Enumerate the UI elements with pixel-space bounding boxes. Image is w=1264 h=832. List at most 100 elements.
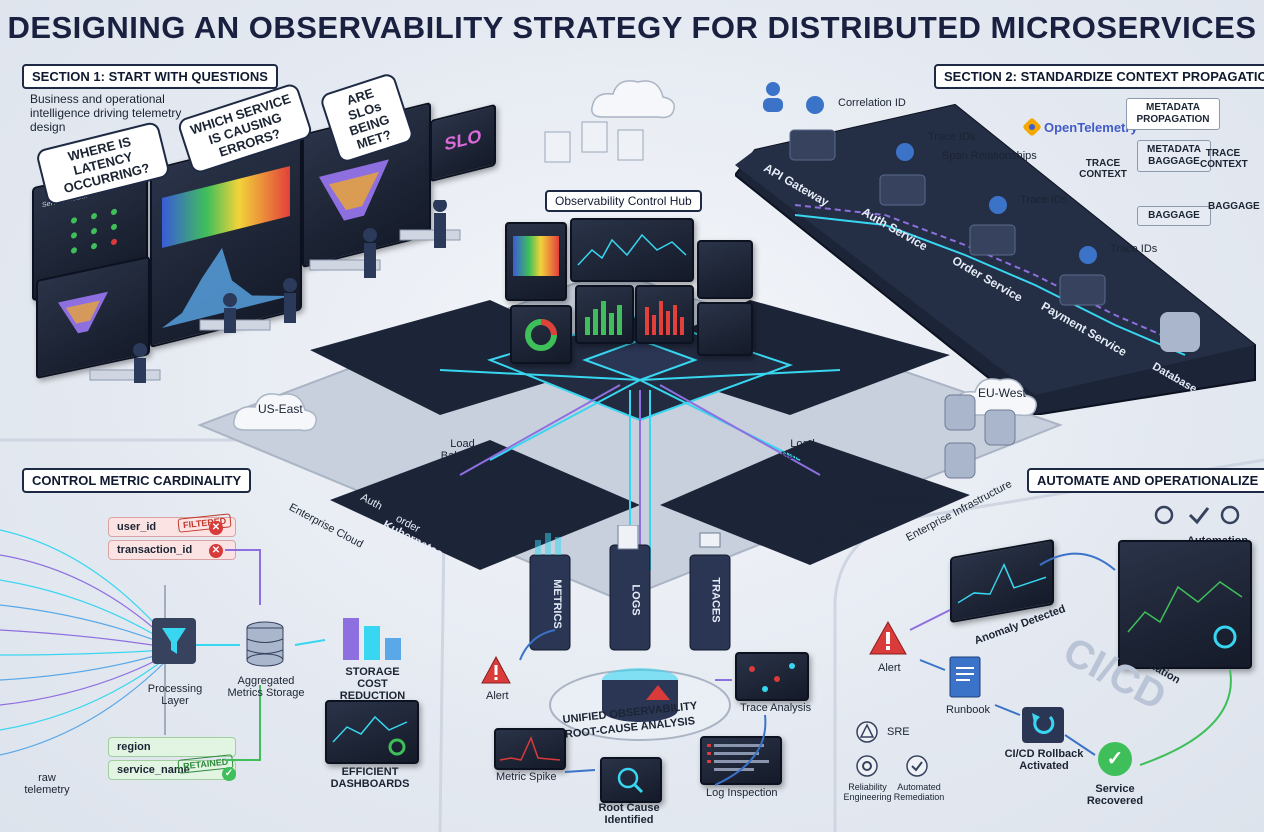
funnel-large — [319, 159, 389, 221]
cardinality-connectors — [164, 549, 326, 761]
magnifier-icon — [617, 767, 644, 794]
remediation-label: Automated Remediation — [893, 782, 945, 802]
latency-heatmap — [162, 166, 290, 328]
metadata-propagation-box: METADATA PROPAGATION — [1126, 98, 1220, 130]
trace-analysis-label: Trace Analysis — [740, 702, 812, 714]
hub-bars-chart — [585, 301, 622, 335]
trace-ids-label-2: Trace IDs — [1020, 194, 1068, 206]
anomaly-chart — [957, 562, 1047, 604]
metric-spike-screen — [494, 728, 566, 770]
hub-main-chart — [577, 233, 687, 266]
page-title: DESIGNING AN OBSERVABILITY STRATEGY FOR … — [7, 10, 1257, 45]
hub-screen-logs — [697, 302, 753, 356]
metric-spike-chart — [499, 735, 561, 761]
rca-loop-arrows — [519, 629, 767, 786]
filtered-x-icon-2: ✕ — [209, 544, 223, 558]
recovered-label: Service Recovered — [1086, 783, 1144, 807]
storage-cost-label: STORAGE COST REDUCTION — [339, 666, 406, 702]
load-balancer-left: Load Balancer — [440, 438, 485, 462]
alert-triangle-icon — [481, 655, 511, 684]
hub-bars2-chart — [645, 301, 684, 335]
rca-ring — [549, 668, 731, 741]
raw-telemetry-stream — [0, 529, 166, 756]
transaction-id-pill: transaction_id — [108, 540, 236, 560]
sre-label: SRE — [887, 726, 910, 738]
efficient-dashboards-label: EFFICIENT DASHBOARDS — [330, 766, 410, 790]
reliability-label: Reliability Engineering — [843, 782, 892, 802]
automation-dashboard — [1127, 581, 1243, 649]
trace-context-right: TRACE CONTEXT — [1200, 148, 1248, 170]
server-stack-top — [544, 121, 644, 163]
storage-cost-bars — [343, 618, 401, 660]
trace-ids-label-3: Trace IDs — [1110, 243, 1158, 255]
opentelemetry-label: OpenTelemetry — [1044, 119, 1138, 135]
baggage-side-label: BAGGAGE — [1208, 201, 1260, 212]
hub-donut-chart — [525, 319, 557, 351]
metric-spike-label: Metric Spike — [496, 771, 557, 783]
engineers-illustration — [89, 200, 461, 383]
service-name-pill: service_name — [108, 760, 236, 780]
log-inspection-label: Log Inspection — [706, 787, 778, 799]
remediation-icon — [906, 755, 928, 777]
section-3-tag: CONTROL METRIC CARDINALITY — [22, 468, 252, 493]
user-id-pill: user_id — [108, 517, 236, 537]
correlation-id-label: Correlation ID — [838, 97, 906, 109]
load-balancer-right: Load Balancer — [780, 438, 825, 462]
hub-label: Observability Control Hub — [545, 190, 702, 212]
retained-check-icon: ✓ — [222, 767, 236, 781]
filtered-x-icon-1: ✕ — [209, 521, 223, 535]
reliability-gear-icon — [856, 755, 878, 777]
automation-gears-icon — [1154, 505, 1240, 525]
hub-screen-right — [697, 240, 753, 299]
hub-screen-heatmap — [505, 222, 567, 301]
section-2-tag: SECTION 2: STANDARDIZE CONTEXT PROPAGATI… — [934, 64, 1264, 89]
notification-label: Notification — [872, 494, 927, 506]
trace-analysis-graph — [749, 663, 795, 692]
efficient-dashboard-screen — [325, 700, 419, 764]
aggregated-storage-icon — [246, 621, 284, 667]
trace-ids-label-1: Trace IDs — [928, 131, 976, 143]
trace-context-left: TRACE CONTEXT — [1079, 158, 1127, 180]
cloud-top — [591, 80, 675, 119]
region-pill: region — [108, 737, 236, 757]
efficient-dashboard-chart — [332, 715, 408, 756]
service-recovered-check-icon: ✓ — [1098, 742, 1132, 776]
automation-loop-arrows — [909, 552, 1232, 766]
runbook-icon — [949, 656, 981, 698]
hub-screen-main — [570, 218, 694, 282]
funnel-small — [58, 291, 108, 334]
rollback-label: CI/CD Rollback Activated — [1004, 748, 1084, 772]
shipping-label: Shipping — [842, 516, 885, 528]
eu-west-databases — [944, 394, 1016, 479]
opentelemetry-logo: OpenTelemetry — [1022, 117, 1138, 137]
customer-journey-panel-small — [36, 255, 150, 380]
funnel-icon — [152, 618, 196, 664]
alert-label-right: Alert — [878, 662, 901, 674]
rollback-icon — [1022, 707, 1064, 743]
section-1-tag: SECTION 1: START WITH QUESTIONS — [22, 64, 278, 89]
context-nodes — [789, 96, 1200, 352]
pillars-illustration — [529, 525, 731, 651]
customer-journey-panel — [302, 101, 431, 269]
latency-heatmap-panel — [150, 131, 302, 348]
alert-triangle-icon-right — [869, 620, 907, 655]
aggregated-storage-label: Aggregated Metrics Storage — [227, 675, 305, 699]
processing-layer-label: Processing Layer — [147, 683, 203, 707]
cloud-us-east — [233, 393, 317, 432]
hub-heatmap-chart — [513, 236, 559, 276]
runbook-label: Runbook — [946, 704, 991, 716]
span-relationships-label: Span Relationships — [942, 150, 1037, 162]
hub-screen-bars — [575, 285, 634, 344]
alert-label-center: Alert — [486, 690, 509, 702]
metadata-baggage-box: METADATA BAGGAGE — [1137, 140, 1211, 172]
hub-screen-donut — [510, 305, 572, 364]
section-4-tag: AUTOMATE AND OPERATIONALIZE — [1027, 468, 1264, 493]
automation-monitor — [1118, 540, 1252, 669]
eu-west-label: EU-West — [978, 386, 1026, 400]
inventory-label: Inventory — [806, 537, 852, 549]
trace-analysis-screen — [735, 652, 809, 701]
user-icon — [763, 82, 783, 112]
root-cause-screen — [600, 757, 662, 803]
log-inspection-lines — [707, 744, 769, 771]
